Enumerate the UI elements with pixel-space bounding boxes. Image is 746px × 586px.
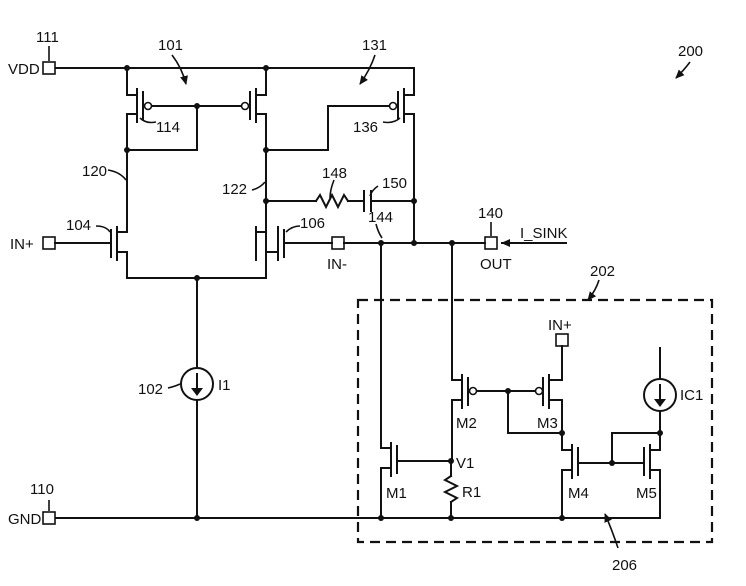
- vdd-label: VDD: [8, 61, 40, 78]
- pmos-114: [126, 67, 198, 151]
- ref-106: 106: [300, 215, 325, 232]
- ref-101: 101: [158, 37, 183, 54]
- in-minus-label: IN-: [327, 256, 347, 273]
- leader-120: [107, 169, 127, 181]
- ref-arrow-202: [587, 279, 600, 301]
- ref-136: 136: [353, 119, 378, 136]
- nmos-m4: [561, 444, 644, 519]
- leader-150: [369, 185, 379, 197]
- out-label: OUT: [480, 256, 512, 273]
- ref-148: 148: [322, 165, 347, 182]
- ref-arrow-101: [171, 54, 188, 85]
- gnd-label: GND: [8, 511, 42, 528]
- nmos-106: [255, 226, 333, 279]
- v1-label: V1: [456, 455, 474, 472]
- ref-111: 111: [36, 29, 59, 46]
- in-plus-label: IN+: [10, 236, 34, 253]
- r1-label: R1: [462, 484, 481, 501]
- m4-label: M4: [568, 485, 589, 502]
- ref-206: 206: [612, 557, 637, 574]
- ref-102: 102: [138, 381, 163, 398]
- nmos-104: [54, 226, 128, 279]
- ref-120: 120: [82, 163, 107, 180]
- m3-label: M3: [537, 415, 558, 432]
- ref-150: 150: [382, 175, 407, 192]
- nmos-m5: [643, 444, 661, 519]
- ref-110: 110: [30, 481, 54, 498]
- pmos-m2: [451, 374, 509, 462]
- leader-114: [139, 117, 157, 124]
- in-plus-2-label: IN+: [548, 317, 572, 334]
- ref-arrow-206: [604, 513, 619, 549]
- leader-148: [329, 179, 335, 199]
- gnd-terminal: [42, 511, 56, 525]
- leader-102: [167, 383, 181, 389]
- ref-arrow-200: [675, 61, 691, 79]
- ref-200: 200: [678, 43, 703, 60]
- m2-label: M2: [456, 415, 477, 432]
- ref-114: 114: [156, 119, 180, 136]
- ref-202: 202: [590, 263, 615, 280]
- out-terminal: [484, 236, 498, 250]
- pmos-mirror-right: [196, 67, 267, 276]
- m5-label: M5: [636, 485, 657, 502]
- ref-140: 140: [478, 205, 503, 222]
- ref-131: 131: [362, 37, 387, 54]
- nmos-m1: [380, 442, 452, 519]
- leader-144: [375, 223, 383, 239]
- ref-144: 144: [368, 209, 393, 226]
- leader-106: [285, 225, 301, 233]
- block-202-dashed-box: [356, 298, 714, 544]
- resistor-r1: [442, 474, 460, 504]
- current-source-i1: [180, 367, 214, 401]
- pmos-m3: [507, 345, 563, 434]
- leader-136: [382, 117, 401, 124]
- in-plus-2-terminal: [555, 333, 569, 347]
- m1-label: M1: [386, 485, 407, 502]
- ic1-label: IC1: [680, 387, 703, 404]
- leader-104: [95, 225, 111, 233]
- in-minus-terminal: [331, 236, 345, 250]
- leader-122: [251, 181, 266, 191]
- i1-label: I1: [218, 377, 231, 394]
- in-plus-terminal: [42, 236, 56, 250]
- ref-arrow-131: [359, 54, 376, 85]
- ref-122: 122: [222, 181, 247, 198]
- current-source-ic1: [643, 378, 677, 412]
- i-sink-label: I_SINK: [520, 225, 568, 242]
- ref-104: 104: [66, 217, 91, 234]
- vdd-terminal: [42, 61, 56, 75]
- resistor-148: [314, 192, 350, 210]
